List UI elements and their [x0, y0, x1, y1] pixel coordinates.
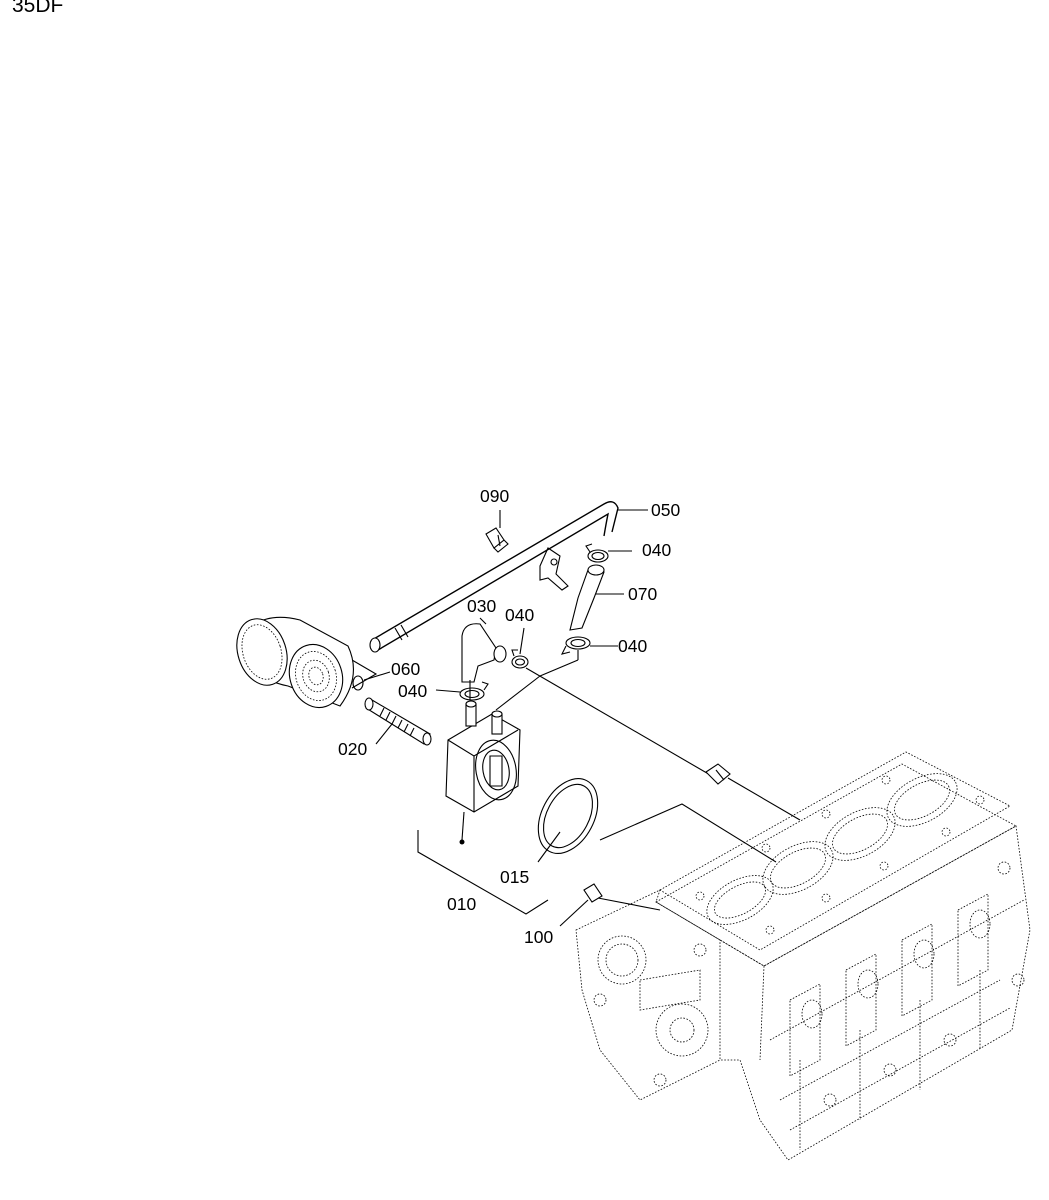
callout-020: 020 — [338, 739, 367, 759]
o-ring-060 — [351, 659, 391, 691]
hose-clamp-040-left — [435, 681, 489, 701]
callout-060: 060 — [391, 659, 420, 679]
callout-090: 090 — [480, 486, 509, 506]
hose-clamp-040-top — [585, 543, 632, 563]
callout-040-left: 040 — [398, 681, 427, 701]
oil-pipe-050 — [369, 501, 619, 653]
hose-030 — [461, 617, 507, 683]
callout-010: 010 — [447, 894, 476, 914]
hose-clamp-040-right — [560, 636, 618, 655]
callout-100: 100 — [524, 927, 553, 947]
assembly-bracket-010 — [417, 830, 549, 915]
engine-block — [575, 751, 1031, 1161]
bolt-090 — [485, 510, 509, 553]
oil-filter — [236, 616, 354, 709]
callout-030: 030 — [467, 596, 496, 616]
callout-040-right: 040 — [618, 636, 647, 656]
hose-070 — [569, 564, 624, 631]
callout-050: 050 — [651, 500, 680, 520]
hose-clamp-040-middle — [511, 627, 529, 669]
callout-070: 070 — [628, 584, 657, 604]
oil-cooler-010 — [445, 650, 579, 845]
gasket-015 — [537, 778, 777, 863]
page-title: 35DF — [12, 0, 64, 17]
callout-040-top: 040 — [642, 540, 671, 560]
callout-015: 015 — [500, 867, 529, 887]
plug-100 — [559, 883, 661, 927]
pipe-fitting-leader — [525, 667, 801, 821]
threaded-connector-020 — [364, 697, 432, 746]
callout-040-middle: 040 — [505, 605, 534, 625]
